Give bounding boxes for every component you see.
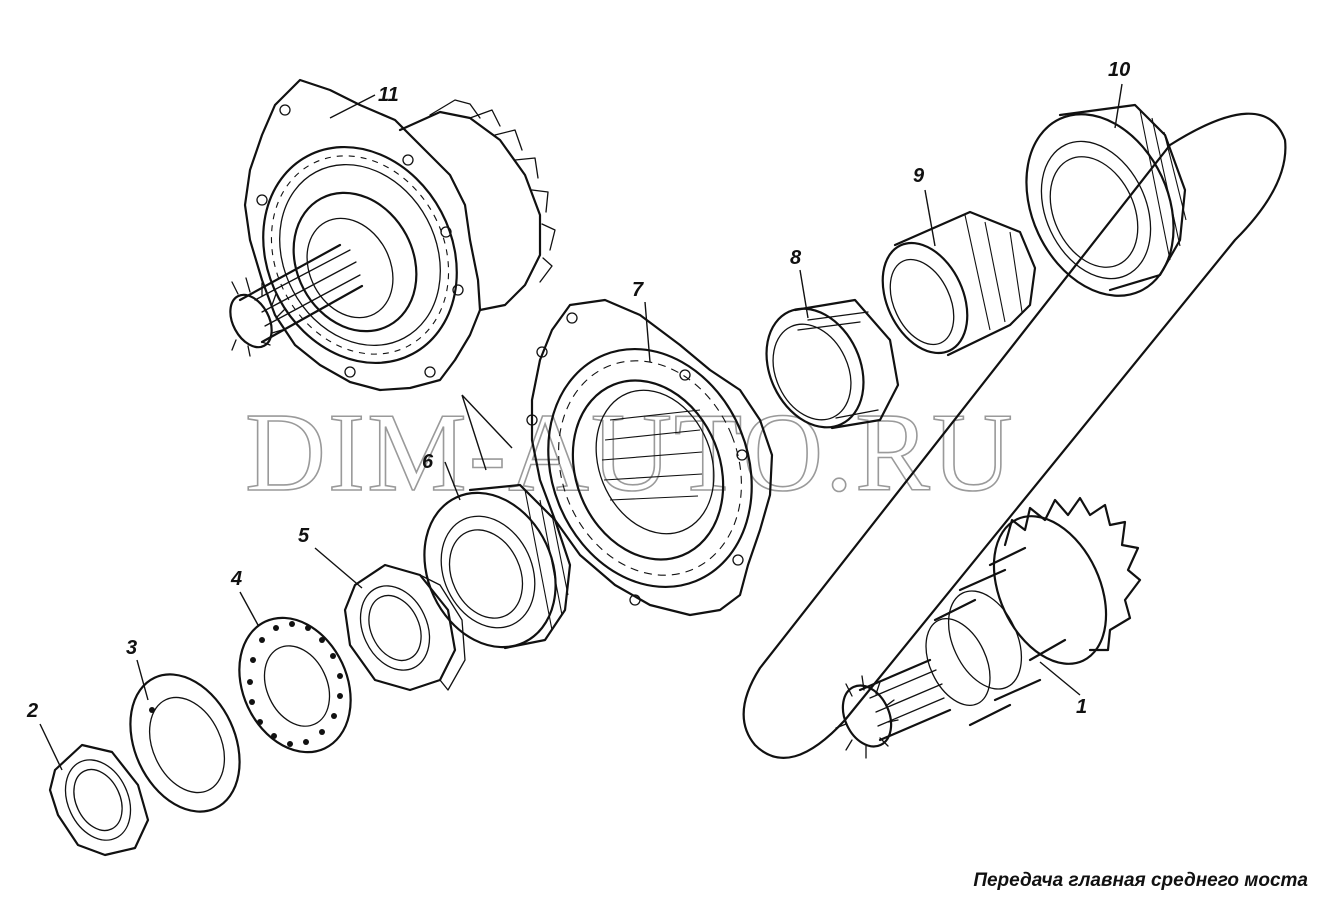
part-6-ball-bearing: 6 bbox=[422, 451, 572, 650]
watermark-text: DIM-AUTO.RU bbox=[245, 391, 1015, 515]
callout-4: 4 bbox=[230, 568, 242, 590]
callout-9: 9 bbox=[913, 165, 925, 187]
part-10-tapered-bearing: 10 bbox=[1025, 59, 1187, 297]
callout-8: 8 bbox=[790, 247, 802, 269]
part-3-flat-washer: 3 bbox=[126, 637, 241, 813]
callout-2: 2 bbox=[26, 700, 38, 722]
callout-6: 6 bbox=[422, 451, 434, 473]
part-8-spacer-ring: 8 bbox=[765, 247, 900, 430]
callout-11: 11 bbox=[378, 84, 399, 106]
leader-housing-bolts bbox=[461, 394, 513, 471]
callout-1: 1 bbox=[1076, 696, 1087, 718]
callout-3: 3 bbox=[126, 637, 137, 659]
part-1-drive-pinion: 1 bbox=[835, 496, 1142, 759]
figure-caption: Передача главная среднего моста bbox=[973, 870, 1308, 891]
callout-5: 5 bbox=[298, 525, 310, 547]
callout-7: 7 bbox=[632, 279, 644, 301]
part-5-slotted-nut: 5 bbox=[298, 525, 466, 692]
part-9-sleeve: 9 bbox=[881, 165, 1037, 357]
part-2-nut: 2 bbox=[26, 700, 150, 857]
assembly-outline-loop bbox=[742, 112, 1287, 759]
part-7-bearing-cage: 7 bbox=[526, 279, 774, 617]
part-11-housing-assembly: 11 bbox=[229, 78, 556, 392]
callout-10: 10 bbox=[1108, 59, 1130, 81]
part-4-lock-washer: 4 bbox=[230, 568, 352, 754]
